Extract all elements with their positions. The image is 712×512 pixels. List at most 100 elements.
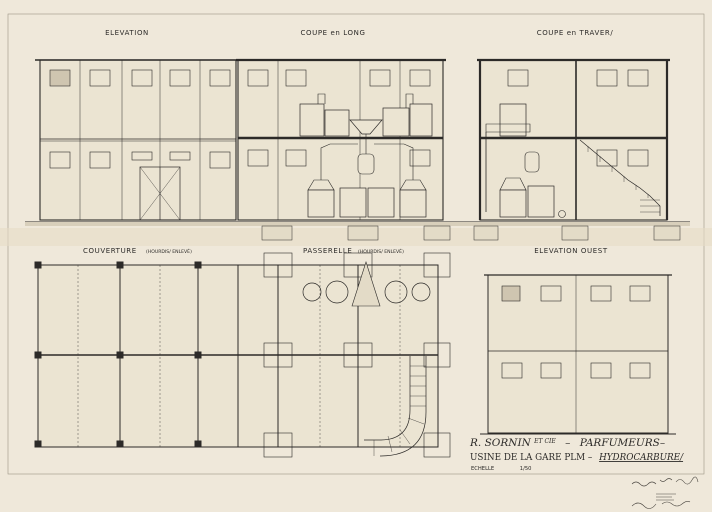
- coupe-long-window: [369, 69, 391, 87]
- stair-treads: [373, 365, 426, 456]
- pipe: [320, 143, 358, 180]
- company-trade: PARFUMEURS–: [579, 437, 665, 449]
- column-footing: [423, 432, 451, 458]
- company-suffix: ET CIE: [533, 438, 556, 445]
- elevation-window: [209, 151, 231, 169]
- coupe-long-window: [247, 149, 269, 167]
- upper-tank: [299, 103, 325, 137]
- funnel-hopper: [349, 119, 383, 135]
- column-square: [194, 351, 202, 359]
- column-footing: [423, 342, 451, 368]
- column-square: [34, 351, 42, 359]
- coupe-long-title: COUPE en LONG: [301, 29, 366, 37]
- footing: [347, 225, 379, 241]
- elevation-title: ELEVATION: [105, 29, 149, 37]
- staircase: [579, 139, 661, 216]
- ground-hatch: [236, 222, 470, 226]
- footing: [473, 225, 499, 241]
- column-footing: [423, 252, 451, 278]
- footing: [423, 225, 451, 241]
- ground-hatch: [25, 222, 262, 226]
- elevation-outline: [39, 59, 237, 221]
- still-base: [399, 189, 427, 218]
- column-square: [194, 440, 202, 448]
- gangway: [485, 123, 531, 133]
- column-square: [116, 440, 124, 448]
- upper-tank: [324, 109, 350, 137]
- couverture-note: (HOURDIS/ ENLEVÉ): [146, 247, 192, 255]
- vessel-opening: [302, 282, 322, 302]
- column-square: [34, 261, 42, 269]
- pipe: [317, 93, 326, 104]
- passerelle-outline: [237, 264, 439, 448]
- upper-tank: [382, 107, 410, 137]
- elevation-window: [89, 151, 111, 169]
- coupe-long-window: [409, 149, 431, 167]
- column-footing: [343, 342, 373, 368]
- passerelle-plan: [237, 252, 451, 458]
- elevation-window: [49, 151, 71, 169]
- elevation-ouest-window: [629, 285, 651, 302]
- staircase-steps: [587, 146, 660, 213]
- coupe-long-window: [409, 69, 431, 87]
- coupe-travers-window: [627, 69, 649, 87]
- elevation-window: [169, 151, 191, 161]
- pipe: [374, 143, 414, 180]
- condenser: [357, 153, 375, 175]
- elevation-ouest-view: [480, 274, 676, 435]
- ground-hatch: [470, 222, 690, 226]
- vessel-opening: [384, 280, 408, 304]
- coupe-long-window: [247, 69, 269, 87]
- elevation-ouest-window: [540, 285, 562, 302]
- scale-value: 1/50: [520, 466, 532, 472]
- column-square: [194, 261, 202, 269]
- spiral-staircase: [364, 356, 411, 441]
- coupe-travers-window: [507, 69, 529, 87]
- title-scale-line: ECHELLE 1/50: [471, 466, 531, 472]
- elevation-window: [209, 69, 231, 87]
- column-square: [116, 261, 124, 269]
- couverture-plan: [34, 261, 239, 448]
- title-block: R. SORNIN ET CIE – PARFUMEURS– USINE DE …: [469, 434, 684, 472]
- vessel-opening: [325, 280, 349, 304]
- elevation-ouest-vent-grille: [501, 285, 521, 302]
- coupe-travers-window: [596, 149, 618, 167]
- couverture-outline: [37, 264, 239, 448]
- spiral-staircase-inner: [379, 356, 427, 457]
- elevation-ouest-window: [501, 362, 523, 379]
- coupe-travers-view: [470, 58, 690, 241]
- signature-stamp: [631, 476, 699, 509]
- usine-name: HYDROCARBURE/: [598, 453, 684, 463]
- column-footing: [263, 342, 293, 368]
- condenser: [524, 151, 540, 173]
- elevation-ouest-window: [540, 362, 562, 379]
- still-base: [307, 189, 335, 218]
- upper-tank: [409, 103, 433, 137]
- coupe-long-window: [285, 149, 307, 167]
- hopper-plan: [351, 261, 381, 307]
- footing: [561, 225, 589, 241]
- elevation-window: [131, 69, 153, 87]
- elevation-window: [89, 69, 111, 87]
- company-dash: –: [565, 437, 570, 449]
- column-square: [34, 440, 42, 448]
- company-name: R. SORNIN: [469, 437, 532, 449]
- coupe-travers-window: [627, 149, 649, 167]
- footing: [653, 225, 681, 241]
- footing: [261, 225, 293, 241]
- column-footing: [263, 252, 293, 278]
- scale-label: ECHELLE: [471, 466, 494, 472]
- coupe-long-view: [236, 58, 470, 241]
- coupe-travers-title: COUPE en TRAVER/: [537, 29, 614, 37]
- elevation-ouest-window: [590, 285, 612, 302]
- elevation-window: [131, 151, 153, 161]
- column-square: [116, 351, 124, 359]
- vessel-opening: [411, 282, 431, 302]
- upper-tank: [499, 103, 527, 137]
- coupe-travers-window: [596, 69, 618, 87]
- elevation-ouest-window: [629, 362, 651, 379]
- elevation-ouest-title: ELEVATION OUEST: [534, 247, 608, 255]
- title-company-line: R. SORNIN ET CIE – PARFUMEURS–: [469, 434, 665, 449]
- elevation-ouest-window: [590, 362, 612, 379]
